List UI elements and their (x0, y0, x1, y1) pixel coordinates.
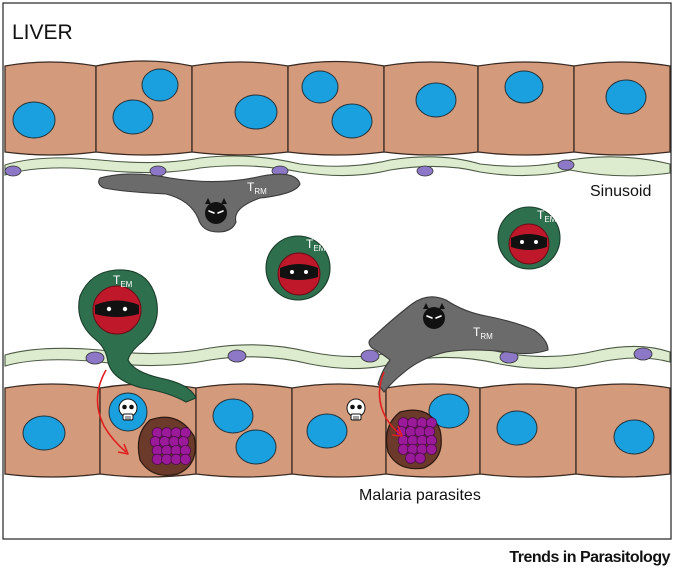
nucleus (12, 101, 56, 139)
parasite (170, 453, 182, 465)
skull-icon (118, 398, 138, 421)
nucleus (504, 70, 544, 104)
nucleus (141, 68, 179, 102)
tem-label-right: TEM (537, 208, 557, 224)
parasite (151, 453, 163, 465)
mask-eyes-icon (511, 234, 547, 250)
red-arrows (96, 369, 403, 455)
mask-eyes-icon (280, 264, 318, 280)
tem-cell-extravasating (78, 269, 197, 403)
figure-title: LIVER (12, 21, 73, 44)
nucleus (301, 70, 339, 104)
endothelial-nucleus (360, 349, 380, 363)
nucleus (212, 398, 254, 434)
parasite-cluster-left (137, 416, 196, 476)
nucleus (331, 103, 373, 139)
nucleus (613, 419, 655, 455)
arrowhead (117, 443, 129, 455)
trm-label-bottom: TRM (473, 325, 493, 341)
endothelial-nucleus (557, 159, 575, 171)
arrowhead (391, 425, 403, 437)
parasite-cluster-right (385, 409, 442, 470)
parasite (161, 453, 173, 465)
nucleus (235, 429, 277, 465)
tem-cell-middle (265, 235, 331, 301)
parasite (405, 452, 417, 464)
hepatocyte (287, 60, 385, 156)
trm-cell-bottom (368, 296, 549, 393)
bottom-endothelium (4, 344, 671, 370)
nucleus (605, 79, 647, 115)
mask-face-icon (205, 198, 227, 224)
arrow-right (378, 371, 401, 435)
parasite (397, 443, 409, 455)
nucleus (428, 393, 470, 429)
sinusoid-label: Sinusoid (590, 183, 651, 200)
bottom-nuclei (22, 393, 655, 465)
parasite (179, 453, 191, 465)
nucleus (415, 82, 457, 118)
mask-face-icon (423, 303, 445, 329)
nucleus (112, 99, 154, 135)
arrow-left (96, 369, 127, 453)
skull-icon (346, 398, 366, 421)
journal-name: Trends in Parasitology (509, 549, 670, 566)
endothelial-nucleus (149, 165, 167, 177)
top-hepatocyte-row (4, 60, 671, 156)
endothelial-nucleus (4, 165, 22, 177)
tem-label-middle: TEM (306, 237, 326, 253)
nucleus (234, 94, 278, 130)
nucleus (496, 410, 538, 446)
nucleus (22, 415, 66, 451)
mask-eyes-icon (95, 300, 139, 317)
endothelial-nucleus (227, 349, 247, 363)
parasite (414, 452, 426, 464)
parasite (425, 443, 437, 455)
tem-cell-right (497, 206, 561, 270)
top-nuclei (12, 68, 647, 139)
trm-label-top: TRM (247, 180, 267, 196)
endothelial-nucleus (416, 165, 434, 177)
top-endothelium (4, 155, 671, 177)
malaria-label: Malaria parasites (359, 487, 481, 504)
endothelial-nucleus (633, 347, 653, 361)
trm-cell-top (98, 173, 301, 233)
endothelial-nucleus (85, 351, 105, 365)
tem-label-left: TEM (113, 273, 133, 289)
nucleus (306, 413, 348, 449)
